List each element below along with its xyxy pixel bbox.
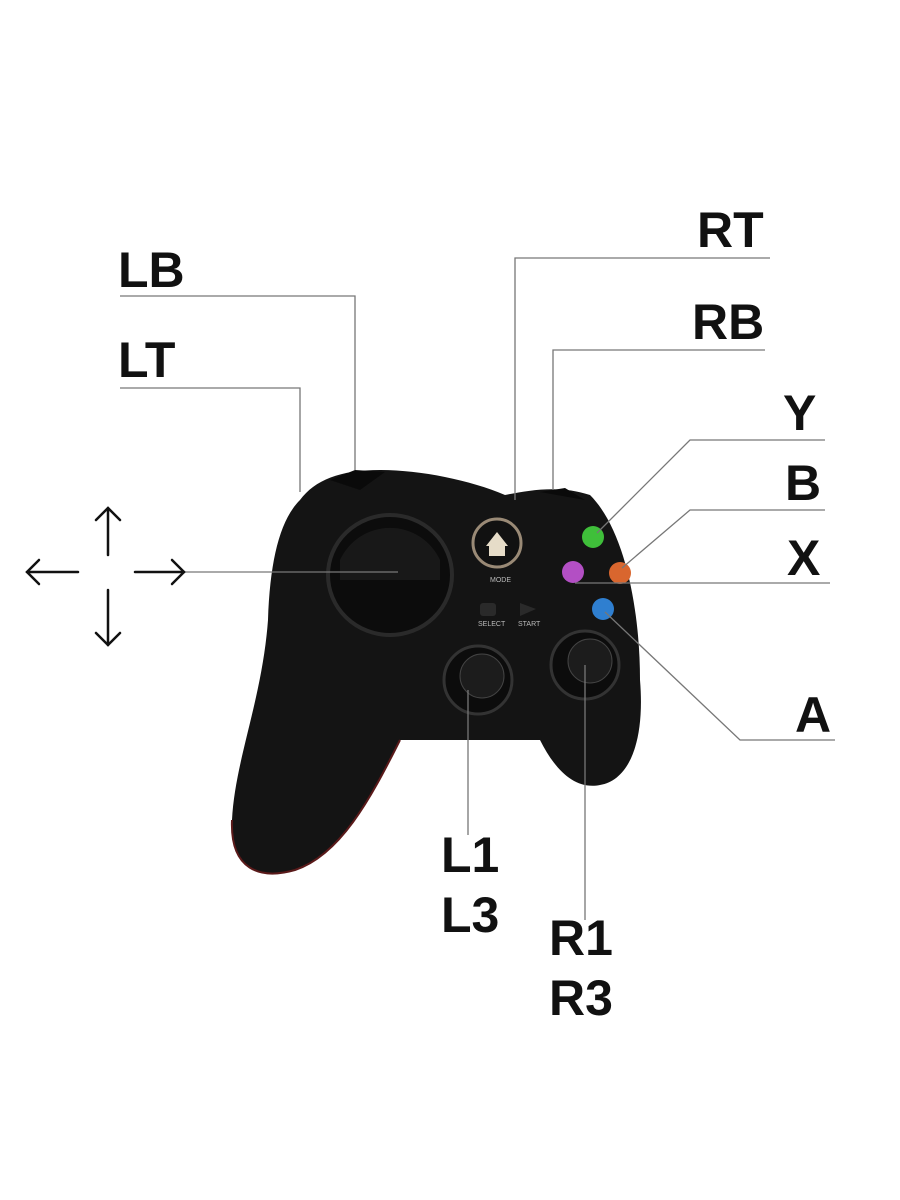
label-a: A (795, 687, 832, 743)
label-y: Y (783, 385, 817, 441)
label-r3: R3 (549, 970, 613, 1026)
label-x: X (787, 530, 821, 586)
label-rt: RT (697, 202, 764, 258)
label-r1: R1 (549, 910, 613, 966)
label-rb: RB (692, 294, 765, 350)
start-label: START (518, 621, 541, 628)
label-b: B (785, 455, 822, 511)
label-l3: L3 (441, 887, 500, 943)
label-l1: L1 (441, 827, 500, 883)
select-label: SELECT (478, 621, 506, 628)
b-button (609, 562, 631, 584)
select-button (480, 603, 496, 616)
face-buttons (562, 526, 631, 620)
direction-arrows-icon (25, 506, 186, 647)
start-button (520, 603, 536, 616)
gamepad-body: MODE SELECT START (230, 470, 641, 875)
label-lt: LT (118, 332, 176, 388)
leader-lines (120, 257, 835, 920)
home-icon (486, 532, 508, 556)
label-lb: LB (118, 242, 185, 298)
x-button (562, 561, 584, 583)
mode-label: MODE (490, 577, 511, 584)
